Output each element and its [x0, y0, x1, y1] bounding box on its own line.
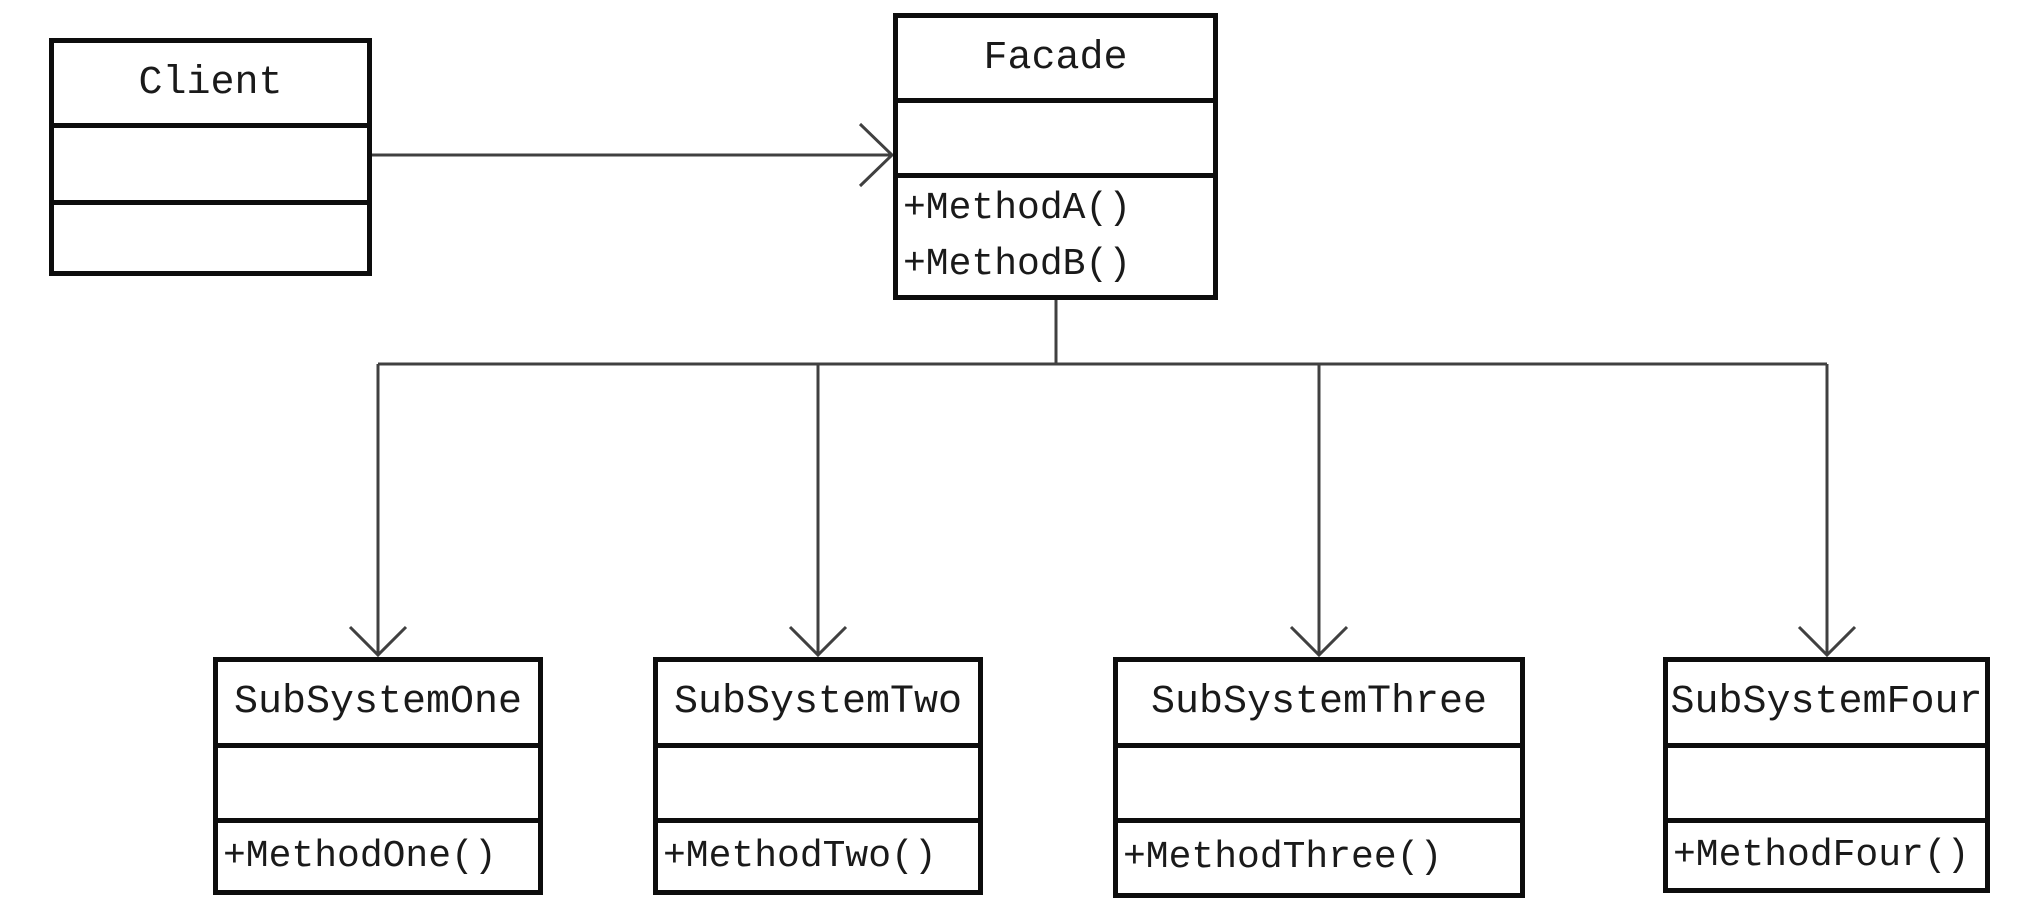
class-name-subsystem-four: SubSystemFour — [1670, 680, 1983, 725]
class-box-subsystem-four: SubSystemFour +MethodFour() — [1663, 657, 1990, 893]
drop-arrowhead-subsystem-two — [788, 625, 848, 658]
class-box-facade: Facade +MethodA() +MethodB() — [893, 13, 1218, 300]
subsystem-one-method-label: +MethodOne() — [223, 834, 497, 878]
facade-methods-compartment: +MethodA() +MethodB() — [898, 173, 1213, 295]
client-attributes-compartment — [54, 123, 367, 200]
subsystem-four-methods-compartment: +MethodFour() — [1668, 818, 1985, 888]
subsystem-two-methods-compartment: +MethodTwo() — [658, 818, 978, 890]
subsystem-four-attributes-compartment — [1668, 743, 1985, 818]
subsystem-one-attributes-compartment — [218, 743, 538, 818]
class-name-facade: Facade — [983, 35, 1128, 81]
facade-attributes-compartment — [898, 98, 1213, 173]
class-name-subsystem-two: SubSystemTwo — [673, 680, 963, 725]
subsystem-three-method-label: +MethodThree() — [1123, 836, 1443, 879]
subsystem-four-method-label: +MethodFour() — [1673, 833, 1970, 877]
class-box-subsystem-one: SubSystemOne +MethodOne() — [213, 657, 543, 895]
client-methods-compartment — [54, 200, 367, 271]
class-name-subsystem-one: SubSystemOne — [233, 680, 523, 725]
drop-arrowhead-subsystem-four — [1797, 625, 1857, 658]
subsystem-three-attributes-compartment — [1118, 743, 1520, 818]
class-box-subsystem-two: SubSystemTwo +MethodTwo() — [653, 657, 983, 895]
class-box-client: Client — [49, 38, 372, 276]
client-to-facade-arrowhead — [858, 122, 895, 188]
class-name-subsystem-three: SubSystemThree — [1150, 680, 1488, 725]
class-name-client: Client — [138, 60, 283, 106]
facade-method-a-label: +MethodA() — [903, 186, 1132, 230]
class-box-subsystem-three: SubSystemThree +MethodThree() — [1113, 657, 1525, 898]
subsystem-one-methods-compartment: +MethodOne() — [218, 818, 538, 890]
subsystem-two-attributes-compartment — [658, 743, 978, 818]
facade-method-b-label: +MethodB() — [903, 242, 1132, 286]
subsystem-two-method-label: +MethodTwo() — [663, 834, 937, 878]
drop-arrowhead-subsystem-three — [1289, 625, 1349, 658]
subsystem-three-methods-compartment: +MethodThree() — [1118, 818, 1520, 893]
drop-arrowhead-subsystem-one — [348, 625, 408, 658]
